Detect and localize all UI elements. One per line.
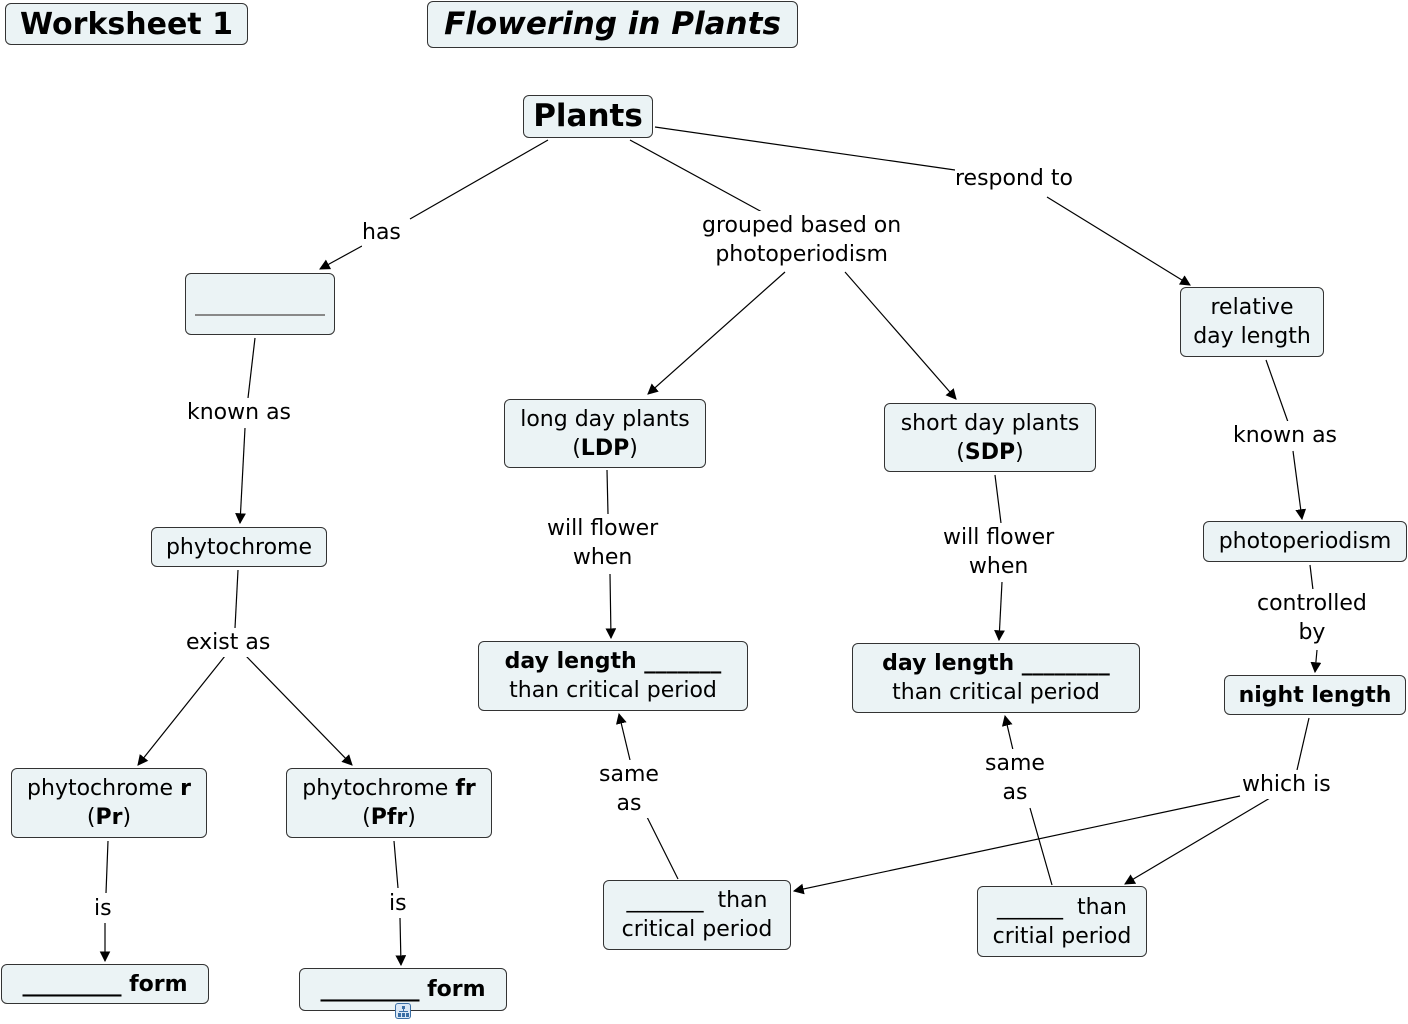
concept-phytochrome-fr[interactable]: phytochrome fr (Pfr) [286, 768, 492, 838]
photoperiodism-text: photoperiodism [1218, 529, 1392, 554]
link-blank-known [247, 337, 256, 399]
link-plants-respond [654, 126, 956, 171]
concept-phytochrome-text: phytochrome [165, 534, 313, 560]
link-sameas-ldpday [616, 712, 631, 761]
link-willflower-ldpday [605, 573, 617, 640]
link-controlled-night [1310, 649, 1322, 674]
link-known-photoperiodism [1292, 450, 1307, 521]
link-sdpnight-sameas [1029, 807, 1053, 886]
concept-ldp-night[interactable]: _______ than critical period [603, 880, 791, 950]
pr-form-text: _________ form [22, 971, 188, 997]
concept-blank[interactable] [185, 273, 335, 335]
link-known-phytochrome [235, 427, 246, 525]
concept-sdp-day-length[interactable]: day length ________ than critical period [852, 643, 1140, 713]
link-respond-relative [1046, 196, 1191, 286]
concept-ldp-day-length[interactable]: day length _______ than critical period [478, 641, 748, 711]
concept-pfr-form[interactable]: _________ form [299, 968, 507, 1011]
pr-line2: (Pr) [86, 805, 132, 830]
concept-ldp[interactable]: long day plants (LDP) [504, 399, 706, 468]
blank-line [195, 314, 325, 316]
link-phyto-exist [234, 569, 239, 629]
sdp-night-line2: critial period [992, 923, 1132, 949]
link-label-known-as-left: known as [187, 398, 292, 427]
link-sdp-willflower [994, 474, 1002, 524]
concept-plants[interactable]: Plants [523, 95, 653, 138]
concept-sdp[interactable]: short day plants (SDP) [884, 403, 1096, 472]
link-label-respond-to: respond to [955, 164, 1073, 193]
topic-title-text: Flowering in Plants [444, 6, 781, 42]
relative-line1: relative [1210, 295, 1294, 320]
link-is-pfrform [395, 917, 407, 967]
concept-sdp-night[interactable]: ______ than critial period [977, 886, 1147, 957]
link-plants-has [409, 139, 549, 220]
link-label-known-as-right: known as [1233, 421, 1338, 450]
ldp-night-line1: _______ than [626, 888, 768, 913]
pfr-line2: (Pfr) [362, 805, 416, 830]
link-label-which-is: which is [1242, 770, 1331, 799]
sdp-day-bold: day length ________ [882, 651, 1110, 676]
link-pr-is [105, 840, 109, 894]
link-sameas-sdpday [1001, 714, 1014, 751]
sdp-night-line1: ______ than [997, 894, 1127, 920]
link-willflower-sdpday [994, 581, 1005, 642]
pfr-form-text: _________ form [320, 977, 486, 1002]
link-night-whichis [1296, 717, 1310, 771]
link-ldp-willflower [606, 469, 609, 515]
link-label-has: has [362, 218, 401, 247]
ldp-line1: long day plants [520, 406, 690, 432]
concept-phytochrome-r[interactable]: phytochrome r (Pr) [11, 768, 207, 838]
concept-photoperiodism[interactable]: photoperiodism [1203, 521, 1407, 562]
concept-relative-day-length[interactable]: relative day length [1180, 287, 1324, 357]
sdp-line2: (SDP) [956, 439, 1024, 465]
pfr-line1: phytochrome fr [302, 776, 476, 801]
link-exist-pr [137, 655, 226, 766]
concept-pr-form[interactable]: _________ form [1, 964, 209, 1004]
relative-line2: day length [1193, 324, 1311, 349]
link-label-exist-as: exist as [186, 628, 271, 657]
night-length-text: night length [1238, 682, 1392, 708]
worksheet-title-text: Worksheet 1 [20, 6, 233, 42]
concept-phytochrome[interactable]: phytochrome [151, 527, 327, 567]
ldp-day-rest: than critical period [509, 678, 717, 703]
ldp-line2: (LDP) [572, 435, 638, 461]
link-photo-controlled [1309, 564, 1314, 591]
ldp-day-bold: day length _______ [504, 649, 722, 674]
sdp-day-rest: than critical period [892, 680, 1100, 705]
link-grouped-sdp [844, 271, 957, 400]
link-ldpnight-sameas [645, 814, 679, 880]
link-grouped-ldp [647, 271, 786, 395]
link-relative-known [1265, 359, 1289, 423]
link-label-is-right: is [389, 889, 407, 918]
sdp-line1: short day plants [900, 410, 1080, 436]
link-exist-pfr [245, 655, 353, 766]
ldp-night-line2: critical period [621, 917, 773, 942]
concept-night-length[interactable]: night length [1224, 675, 1406, 715]
link-pfr-is [393, 840, 399, 889]
link-has-blank [319, 245, 363, 270]
pr-line1: phytochrome r [27, 776, 191, 801]
submap-icon[interactable] [395, 1003, 411, 1019]
concept-plants-text: Plants [533, 98, 643, 134]
topic-title: Flowering in Plants [427, 1, 798, 48]
worksheet-title: Worksheet 1 [5, 3, 248, 45]
link-whichis-ldpnight [792, 795, 1241, 895]
link-whichis-sdpnight [1124, 797, 1271, 885]
link-label-is-left: is [94, 894, 112, 923]
link-plants-grouped [629, 139, 763, 213]
